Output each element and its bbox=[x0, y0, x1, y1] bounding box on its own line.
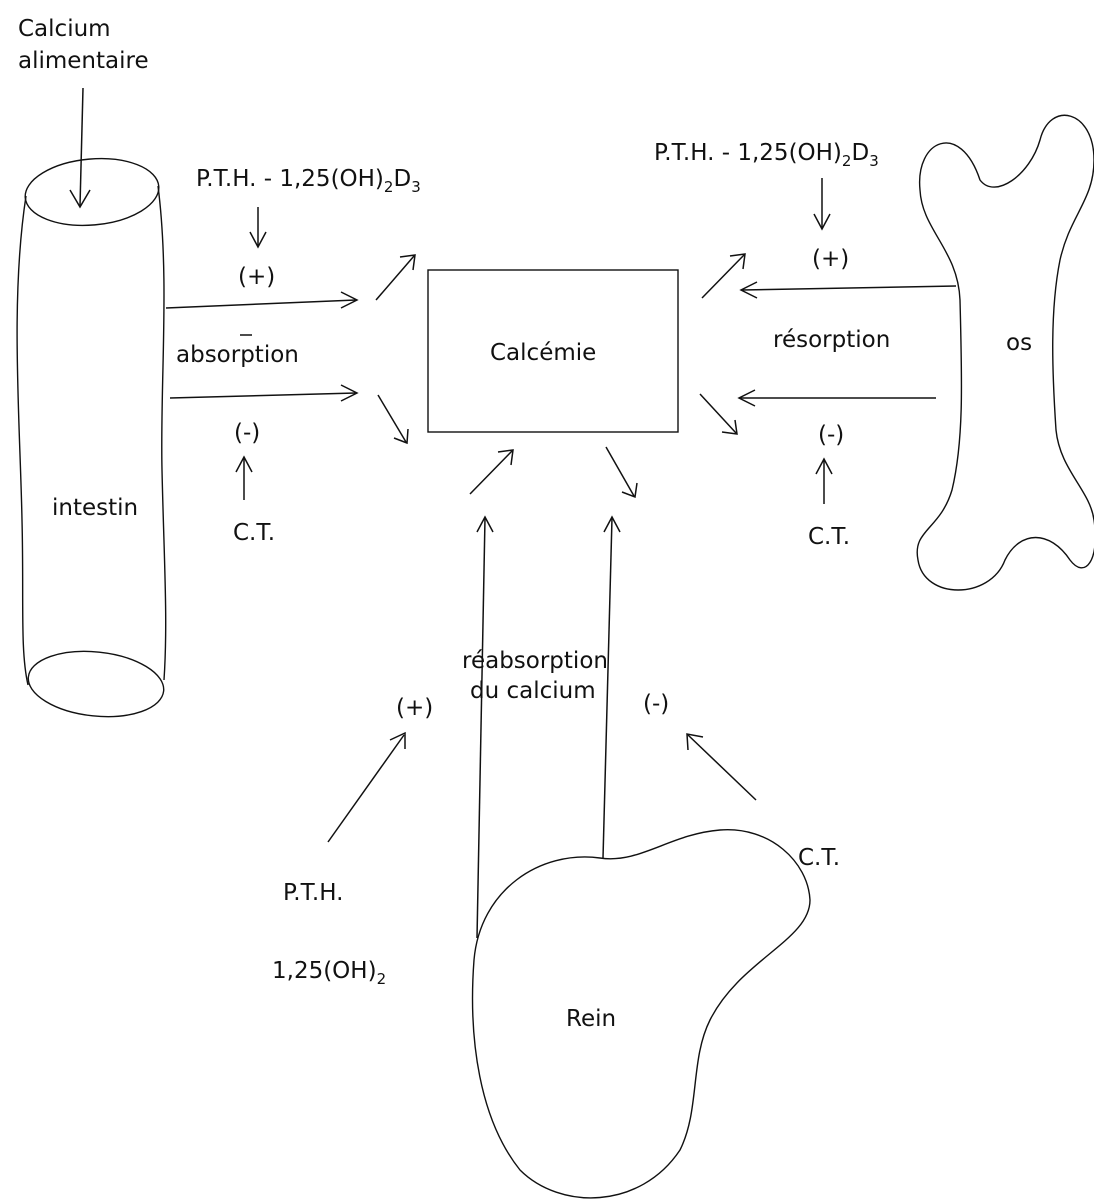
minus-intestin-label: (-) bbox=[234, 420, 260, 446]
pth-rein-label: P.T.H. bbox=[283, 880, 343, 906]
arrow-diag-intestin-up bbox=[376, 255, 415, 300]
plus-os-label: (+) bbox=[812, 246, 849, 272]
rein-label: Rein bbox=[566, 1006, 616, 1032]
arrow-diag-rein-down bbox=[606, 447, 637, 497]
arrow-ct-to-rein bbox=[687, 734, 756, 800]
arrow-diag-intestin-down bbox=[378, 395, 408, 443]
arrow-absorption-lower bbox=[170, 385, 357, 401]
arrow-reabsorption-right bbox=[603, 517, 620, 858]
minus-rein-label: (-) bbox=[643, 691, 669, 717]
minus-os-label: (-) bbox=[818, 422, 844, 448]
arrow-pth-down-intestin bbox=[250, 207, 266, 247]
plus-rein-label: (+) bbox=[396, 695, 433, 721]
resorption-label: résorption bbox=[773, 327, 890, 353]
arrow-ct-up-os bbox=[816, 459, 832, 504]
arrow-diag-os-down bbox=[700, 394, 737, 434]
pth-vitd-os-label: P.T.H. - 1,25(OH)2D3 bbox=[654, 140, 879, 170]
calcium-alimentaire-label-line1: Calcium bbox=[18, 16, 111, 42]
calcium-alimentaire-label-line2: alimentaire bbox=[18, 48, 149, 74]
rein-shape bbox=[473, 830, 810, 1198]
arrow-pth-down-os bbox=[814, 178, 830, 229]
arrow-reabsorption-left bbox=[477, 517, 493, 938]
arrow-resorption-lower bbox=[739, 390, 936, 406]
arrow-calcium-to-intestin bbox=[70, 88, 90, 207]
vitd-rein-label: 1,25(OH)2 bbox=[272, 958, 386, 988]
intestin-label: intestin bbox=[52, 495, 138, 521]
pth-vitd-intestin-label: P.T.H. - 1,25(OH)2D3 bbox=[196, 166, 421, 196]
reabsorption-label-line1: réabsorption bbox=[462, 648, 608, 674]
arrow-diag-rein-up bbox=[470, 450, 513, 494]
ct-rein-label: C.T. bbox=[798, 845, 840, 871]
arrow-absorption-upper bbox=[166, 292, 357, 308]
ct-os-label: C.T. bbox=[808, 524, 850, 550]
intestin-shape bbox=[17, 153, 167, 723]
arrow-ct-up-intestin bbox=[236, 457, 252, 500]
plus-intestin-label: (+) bbox=[238, 264, 275, 290]
arrow-diag-os-up bbox=[702, 254, 745, 298]
absorption-label: absorption bbox=[176, 342, 299, 368]
ct-intestin-label: C.T. bbox=[233, 520, 275, 546]
reabsorption-label-line2: du calcium bbox=[470, 678, 596, 704]
arrow-pth-to-rein bbox=[328, 733, 405, 842]
calcemie-label: Calcémie bbox=[490, 340, 596, 366]
os-label: os bbox=[1006, 330, 1032, 356]
arrow-resorption-upper bbox=[741, 282, 956, 298]
